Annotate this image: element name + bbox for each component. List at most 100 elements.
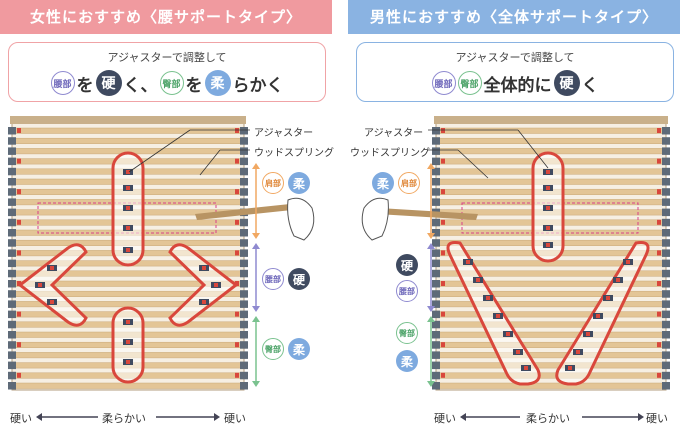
shoulder-label: 肩部 <box>262 172 284 194</box>
slat-holder <box>8 331 16 339</box>
adjuster-dot-core <box>596 314 600 318</box>
adjuster-callout: アジャスター <box>364 128 424 139</box>
wood-slat <box>13 127 243 134</box>
hip-label: 臀部 <box>262 338 284 360</box>
adjuster-dot-core <box>126 226 130 230</box>
adjuster-dot-core <box>506 332 510 336</box>
text-particle: く、 <box>123 75 158 96</box>
adjuster-dot-core <box>126 186 130 190</box>
slat-holder <box>8 259 16 268</box>
slat-holder <box>662 290 670 298</box>
slat-holder <box>8 178 16 186</box>
slat-holder <box>432 188 440 196</box>
zone-hip: 臀部 柔 <box>262 338 310 360</box>
slat-holder <box>8 137 16 145</box>
women-panel: 女性におすすめ〈腰サポートタイプ〉 アジャスターで調整して 腰部 を 硬 く、 … <box>0 0 334 430</box>
slat-holder <box>8 361 16 370</box>
slat-holder <box>662 280 670 288</box>
slat-holder <box>662 331 670 339</box>
slat-holder <box>8 320 16 329</box>
slat-holder <box>432 371 440 380</box>
women-info-box: アジャスターで調整して 腰部 を 硬 く、 臀部 を 柔 らかく <box>8 42 326 102</box>
adjuster-dot-core <box>546 186 550 190</box>
men-header: 男性におすすめ〈全体サポートタイプ〉 <box>348 0 680 34</box>
slat-holder <box>432 290 440 298</box>
adjuster-marker <box>17 342 21 348</box>
spring-callout: ウッドスプリング <box>350 148 430 159</box>
slat-holder <box>432 239 440 247</box>
adjuster-marker <box>17 189 21 195</box>
adjuster-dot-core <box>496 314 500 318</box>
bed-frame-top <box>434 116 668 124</box>
adjuster-marker <box>17 311 21 317</box>
slat-holder <box>240 371 248 380</box>
slat-holder <box>240 157 248 166</box>
slat-holder <box>432 300 440 308</box>
adjuster-dot-core <box>126 170 130 174</box>
slat-holder <box>240 290 248 298</box>
slat-holder <box>8 300 16 308</box>
slat-holder <box>8 229 16 237</box>
wood-slat <box>437 137 665 144</box>
slat-holder <box>432 249 440 257</box>
slat-holder <box>240 300 248 308</box>
slat-holder <box>8 269 16 278</box>
hip-circle: 臀部 <box>457 71 482 95</box>
slat-holder <box>432 269 440 278</box>
slat-holder <box>8 198 16 206</box>
adjuster-marker <box>235 281 239 286</box>
waist-circle: 腰部 <box>431 71 456 95</box>
slat-holder <box>662 361 670 370</box>
adjuster-marker <box>657 250 661 256</box>
adjuster-marker <box>441 250 445 256</box>
wood-slat <box>437 321 665 328</box>
adjuster-dot-core <box>126 340 130 344</box>
women-bed-diagram <box>8 116 315 421</box>
adjuster-marker <box>441 372 445 378</box>
slat-holder <box>662 310 670 319</box>
wood-slat <box>437 372 665 379</box>
hand-bar <box>195 204 292 220</box>
slat-holder <box>662 239 670 247</box>
hard-badge: 硬 <box>95 70 122 96</box>
slat-holder <box>662 178 670 186</box>
adjuster-marker <box>657 311 661 317</box>
slat-holder <box>8 208 16 217</box>
adjuster-dot-core <box>568 366 572 370</box>
slat-holder <box>240 310 248 319</box>
text-particle: 全体的に <box>483 75 552 96</box>
slat-holder <box>432 341 440 349</box>
slat-holder <box>662 229 670 237</box>
slat-holder <box>662 341 670 349</box>
shoulder-label: 肩部 <box>398 172 420 194</box>
adjuster-dot-core <box>516 350 520 354</box>
men-info-line: 腰部 臀部 全体的に 硬 く <box>357 70 673 96</box>
slat-holder <box>432 280 440 288</box>
wood-slat <box>437 311 665 318</box>
adjuster-dots <box>35 169 221 365</box>
zone-waist: 硬 腰部 <box>396 254 418 302</box>
slat-holder <box>240 147 248 155</box>
men-info-title: アジャスターで調整して <box>455 51 575 64</box>
slat-holder <box>240 229 248 237</box>
slat-holder <box>8 351 16 359</box>
men-panel: 男性におすすめ〈全体サポートタイプ〉 アジャスターで調整して 腰部 臀部 全体的… <box>348 0 680 430</box>
zone-hip: 臀部 柔 <box>396 322 418 372</box>
text-particle: を <box>76 75 94 96</box>
adjuster-dot-core <box>214 283 218 287</box>
adjuster-marker <box>441 342 445 348</box>
adjuster-marker <box>441 311 445 317</box>
adjuster-marker <box>235 158 239 164</box>
slat-holder <box>240 269 248 278</box>
slat-holder <box>432 178 440 186</box>
slat-holder <box>662 188 670 196</box>
men-info-box: アジャスターで調整して 腰部 臀部 全体的に 硬 く <box>356 42 674 102</box>
slat-holder <box>662 198 670 206</box>
slat-holder <box>8 147 16 155</box>
slat-holder <box>662 259 670 268</box>
waist-label: 腰部 <box>396 280 418 302</box>
hip-label: 臀部 <box>396 322 418 344</box>
adjuster-chevron-right <box>168 243 239 327</box>
slat-holder <box>240 320 248 329</box>
adjuster-marker <box>235 311 239 317</box>
